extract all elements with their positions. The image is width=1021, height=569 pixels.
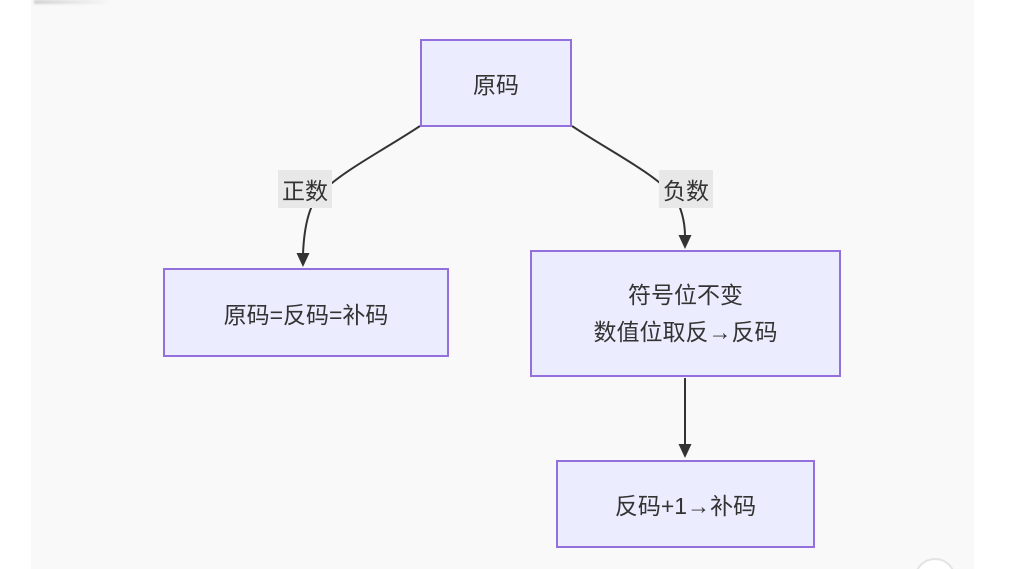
node-positive-result: 原码=反码=补码 [163,268,449,357]
arrowhead-down-icon [678,235,692,249]
edge-label-text: 负数 [663,178,709,204]
node-label: 原码=反码=补码 [223,301,389,328]
node-yuanma: 原码 [420,39,572,127]
arrowhead-down-icon [678,444,692,458]
node-label: 原码 [473,72,519,98]
arrowhead-down-icon [296,253,310,267]
edge-label-negative: 负数 [659,170,713,208]
node-label-line1: 符号位不变 [628,281,743,308]
node-label: 反码+1→补码 [614,493,757,519]
node-negative-step2: 反码+1→补码 [556,460,815,548]
node-negative-step1: 符号位不变 数值位取反→反码 [530,250,841,377]
node-label-line2: 数值位取反→反码 [593,318,778,345]
edge-label-positive: 正数 [278,170,332,208]
edge-label-text: 正数 [282,178,328,204]
